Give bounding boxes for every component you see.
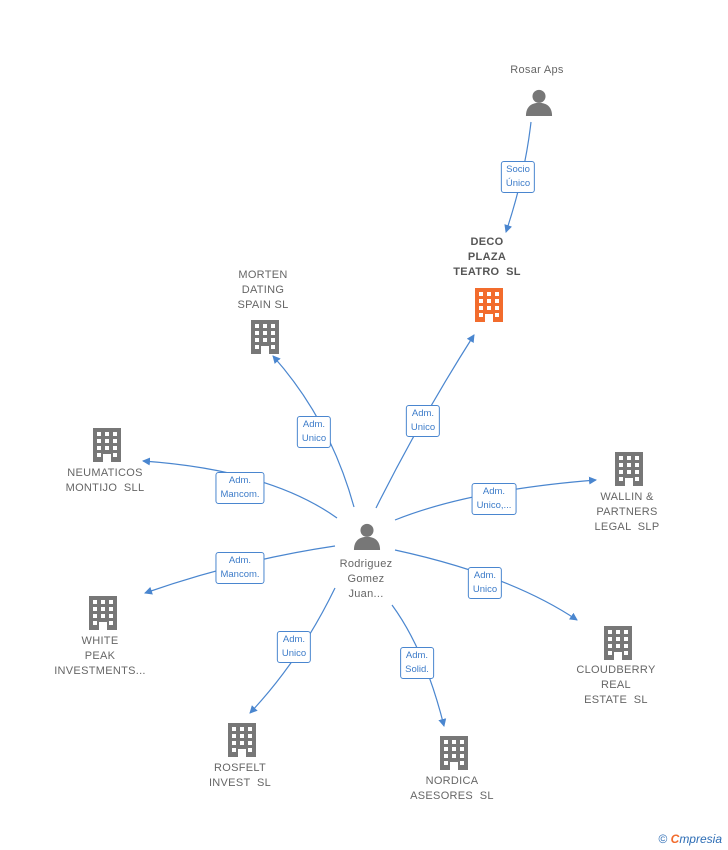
building-icon bbox=[615, 452, 643, 486]
building-icon bbox=[440, 736, 468, 770]
node-white-peak[interactable]: WHITE PEAK INVESTMENTS... bbox=[54, 635, 146, 677]
edge-label-adm-mancom: Adm. Mancom. bbox=[215, 472, 265, 504]
node-neumaticos-montijo[interactable]: NEUMATICOS MONTIJO SLL bbox=[65, 467, 145, 494]
brand-footer[interactable]: © Cmpresia bbox=[658, 832, 722, 846]
node-rosar-aps[interactable]: Rosar Aps bbox=[510, 64, 564, 76]
building-icon bbox=[251, 320, 279, 354]
brand-logo-letter: C bbox=[670, 832, 680, 846]
building-icon bbox=[89, 596, 117, 630]
edge-label-adm-unico: Adm. Unico bbox=[276, 631, 312, 663]
node-nordica[interactable]: NORDICA ASESORES SL bbox=[410, 775, 494, 802]
edge-label-adm-unico: Adm. Unico bbox=[467, 567, 503, 599]
node-rosfelt[interactable]: ROSFELT INVEST SL bbox=[208, 762, 272, 789]
node-cloudberry[interactable]: CLOUDBERRY REAL ESTATE SL bbox=[576, 664, 656, 706]
edge-label-socio-unico: Socio Único bbox=[500, 161, 536, 193]
building-icon bbox=[93, 428, 121, 462]
building-icon bbox=[475, 288, 503, 322]
edge-label-adm-unico: Adm. Unico,... bbox=[471, 483, 517, 515]
node-rodriguez-gomez[interactable]: Rodriguez Gomez Juan... bbox=[339, 558, 393, 600]
edge-label-adm-mancom: Adm. Mancom. bbox=[215, 552, 265, 584]
building-icon bbox=[604, 626, 632, 660]
copyright-icon: © bbox=[658, 832, 668, 846]
node-deco-plaza-teatro[interactable]: DECO PLAZA TEATRO SL bbox=[453, 236, 521, 278]
building-icon bbox=[228, 723, 256, 757]
person-icon bbox=[525, 89, 553, 116]
brand-logo-text: mpresia bbox=[679, 832, 722, 846]
node-wallin-partners[interactable]: WALLIN & PARTNERS LEGAL SLP bbox=[594, 491, 660, 533]
person-icon bbox=[353, 523, 381, 550]
edge-label-adm-solid: Adm. Solid. bbox=[400, 647, 434, 679]
node-morten-dating[interactable]: MORTEN DATING SPAIN SL bbox=[237, 269, 289, 311]
edge-label-adm-unico: Adm. Unico bbox=[296, 416, 332, 448]
edge-label-adm-unico: Adm. Unico bbox=[405, 405, 441, 437]
